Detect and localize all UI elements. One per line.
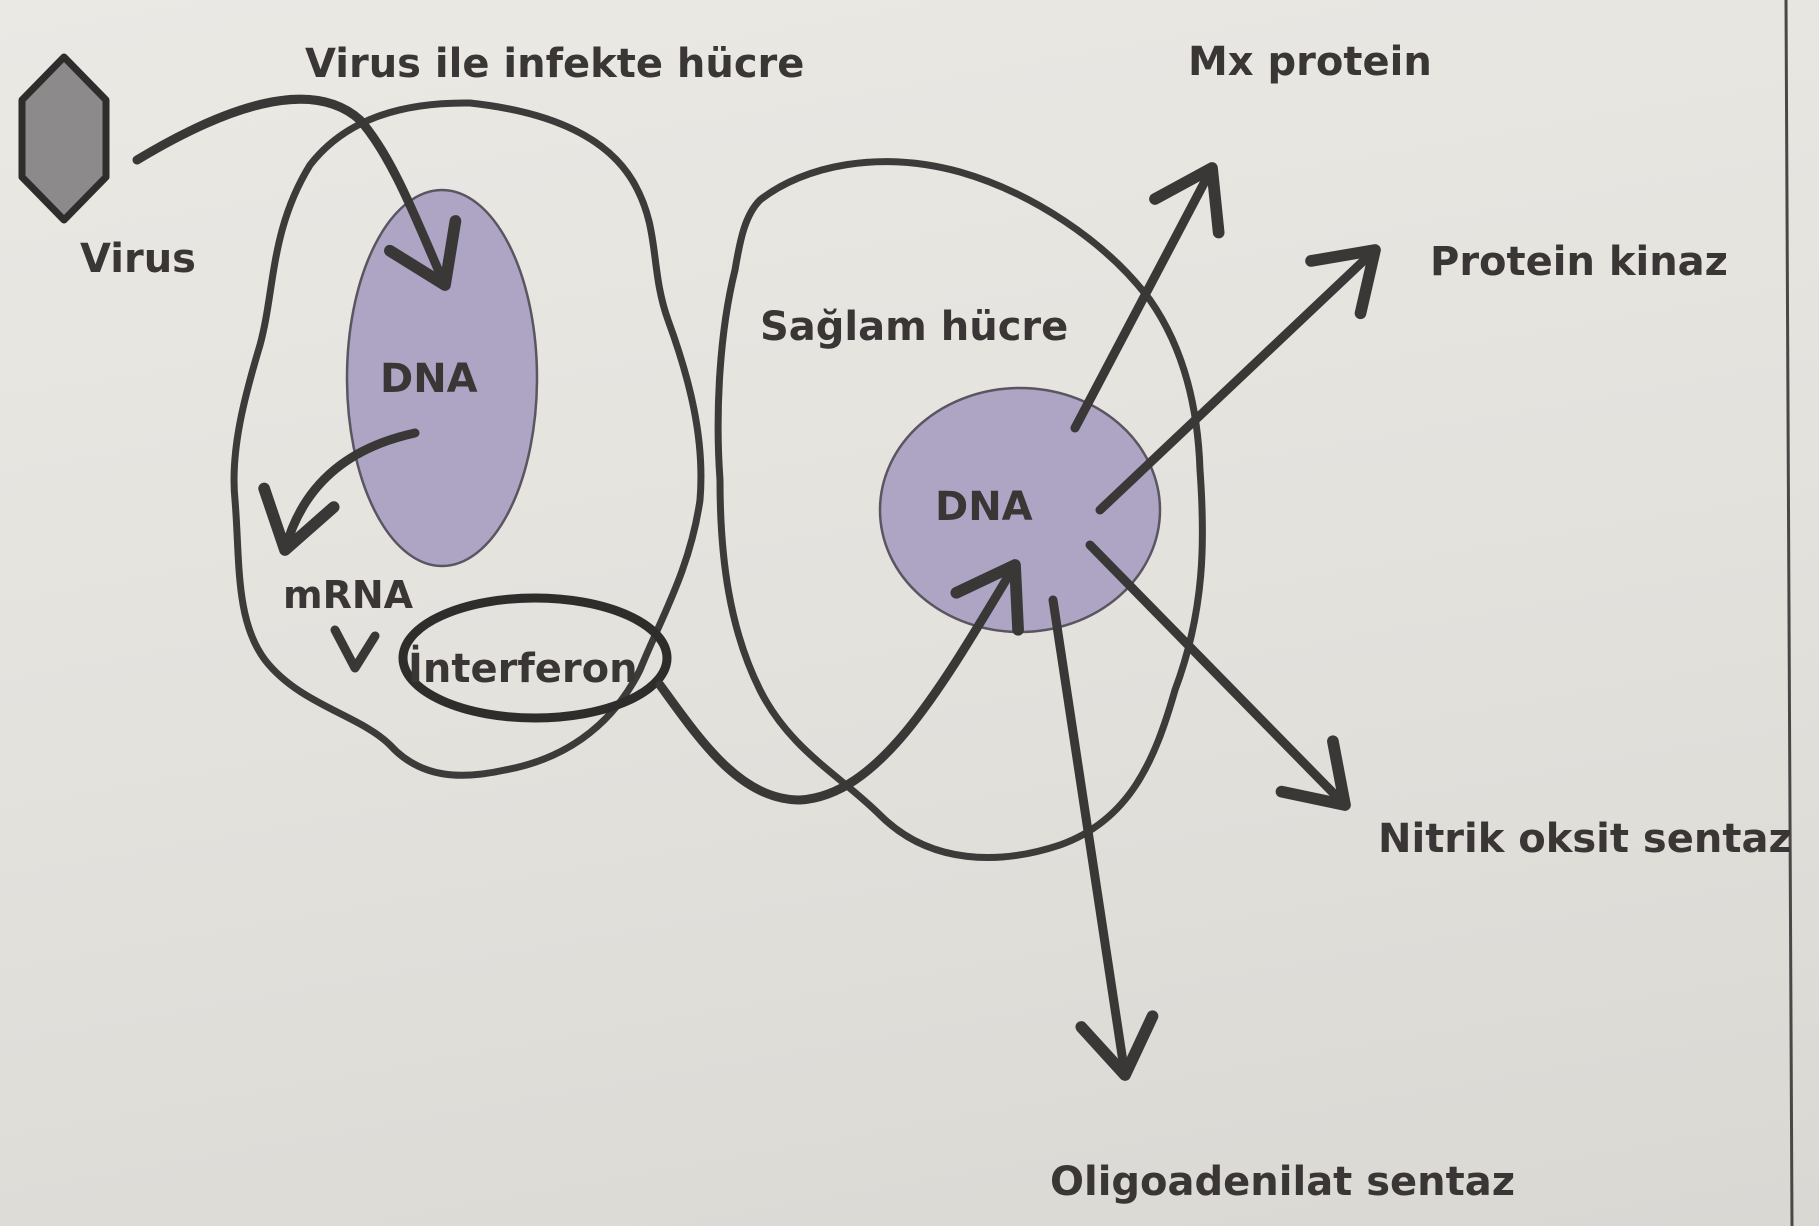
protein-kinase-label: Protein kinaz [1430, 239, 1728, 285]
oligoadenylate-label: Oligoadenilat sentaz [1050, 1159, 1515, 1205]
virus-icon [22, 57, 106, 220]
nitric-oxide-arrow [1090, 545, 1345, 805]
mx-protein-label: Mx protein [1188, 39, 1432, 85]
virus-label: Virus [80, 236, 196, 282]
mrna-label: mRNA [283, 573, 414, 617]
infected-dna-label: DNA [380, 356, 478, 402]
healthy-dna-label: DNA [935, 484, 1033, 530]
nitric-oxide-label: Nitrik oksit sentaz [1378, 816, 1792, 862]
infected-cell-label: Virus ile infekte hücre [305, 41, 804, 87]
healthy-cell-label: Sağlam hücre [760, 304, 1068, 350]
interferon-label: İnterferon [408, 644, 638, 692]
translation-arrow [335, 630, 375, 668]
oligoadenylate-arrow [1053, 600, 1125, 1075]
frame-border [1786, 0, 1792, 1226]
